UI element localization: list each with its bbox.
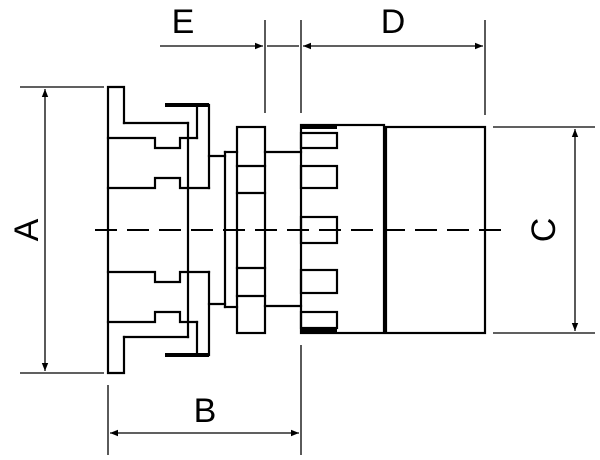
dimension-a: A (8, 86, 104, 374)
dimension-label-b: B (194, 392, 217, 430)
dimension-label-a: A (8, 218, 46, 241)
mounting-flange (106, 85, 211, 375)
dimension-e: E (160, 3, 299, 113)
locking-nut (235, 125, 303, 335)
actuator-cap (384, 125, 487, 335)
bezel (299, 123, 386, 335)
dimension-label-d: D (381, 3, 406, 41)
dimension-label-e: E (172, 3, 195, 41)
dimension-label-c: C (525, 218, 563, 243)
dimension-d: D (300, 3, 486, 115)
washer (207, 150, 239, 309)
latch-brackets (165, 103, 211, 357)
dimension-b: B (107, 345, 302, 455)
dimension-c: C (493, 126, 595, 334)
